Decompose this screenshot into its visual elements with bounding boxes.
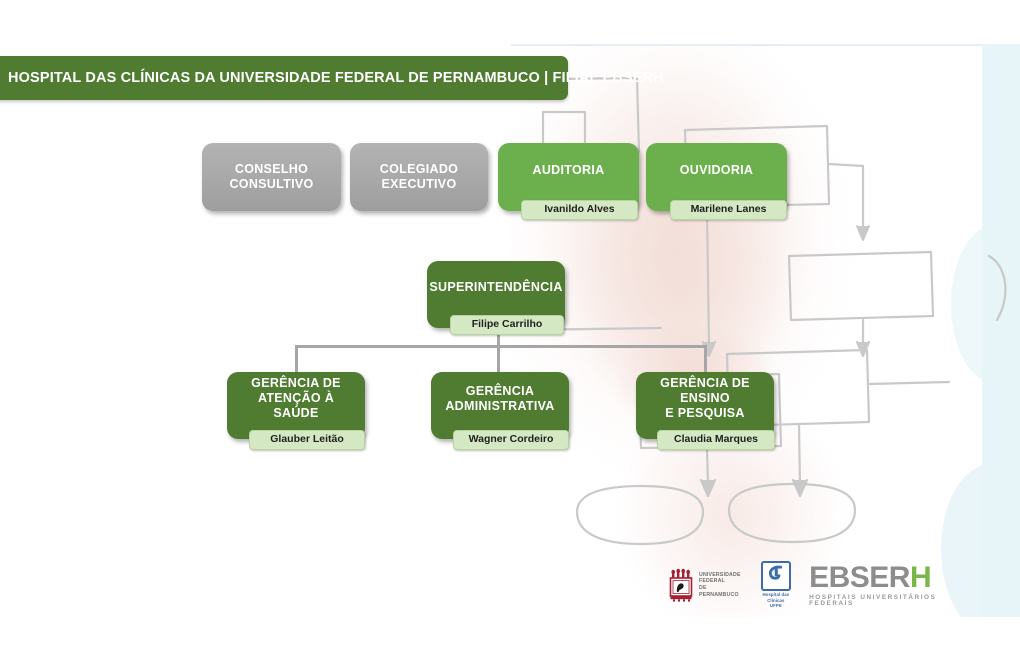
ufpe-line-2: Federal bbox=[699, 578, 725, 585]
node-colegiado-executivo[interactable]: COLEGIADO EXECUTIVO bbox=[350, 143, 488, 211]
hc-line-2: UFPE bbox=[769, 603, 782, 609]
node-ouvidoria[interactable]: OUVIDORIA bbox=[646, 143, 787, 211]
node-gerencia-atencao-saude[interactable]: GERÊNCIA DE ATENÇÃO À SAÚDE bbox=[227, 372, 365, 439]
hc-swirl-icon bbox=[760, 561, 791, 592]
node-colegiado-executivo-title: COLEGIADO EXECUTIVO bbox=[379, 162, 459, 191]
connector-drop-ensino-pesquisa bbox=[704, 345, 707, 377]
ufpe-line-3: de Pernambuco bbox=[699, 585, 739, 598]
node-gerencia-administrativa[interactable]: GERÊNCIA ADMINISTRATIVA bbox=[431, 372, 569, 439]
ebserh-wordmark-accent: H bbox=[909, 560, 932, 594]
hospital-das-clinicas-logo: Hospital das Clínicas UFPE bbox=[757, 561, 796, 609]
footer-logo-group: Universidade Federal de Pernambuco Hospi… bbox=[668, 560, 958, 609]
name-tag-superintendencia: Filipe Carrilho bbox=[450, 315, 564, 335]
node-gerencia-ensino-pesquisa[interactable]: GERÊNCIA DE ENSINO E PESQUISA bbox=[636, 372, 774, 439]
connector-drop-atencao-saude bbox=[295, 345, 298, 377]
name-tag-gerencia-administrativa: Wagner Cordeiro bbox=[453, 430, 569, 450]
node-auditoria-title: AUDITORIA bbox=[532, 162, 605, 177]
ufpe-line-1: Universidade bbox=[699, 571, 741, 578]
name-tag-gerencia-atencao-saude: Glauber Leitão bbox=[249, 430, 365, 450]
connector-horizontal-bus bbox=[295, 345, 707, 348]
node-gerencia-ensino-pesquisa-title: GERÊNCIA DE ENSINO E PESQUISA bbox=[660, 376, 750, 420]
connector-superintendencia-stem bbox=[497, 330, 500, 348]
ufpe-logo: Universidade Federal de Pernambuco bbox=[668, 568, 741, 602]
background-portrait-photo bbox=[511, 44, 901, 617]
connector-drop-administrativa bbox=[497, 345, 500, 377]
node-conselho-consultivo-title: CONSELHO CONSULTIVO bbox=[229, 162, 314, 191]
hc-line-1: Hospital das Clínicas bbox=[762, 592, 790, 603]
ebserh-logo: EBSERH HOSPITAIS UNIVERSITÁRIOS FEDERAIS bbox=[809, 560, 958, 608]
node-ouvidoria-title: OUVIDORIA bbox=[679, 162, 754, 177]
node-auditoria[interactable]: AUDITORIA bbox=[498, 143, 639, 211]
name-tag-auditoria: Ivanildo Alves bbox=[521, 200, 638, 220]
ufpe-crest-icon bbox=[668, 568, 694, 602]
node-gerencia-atencao-saude-title: GERÊNCIA DE ATENÇÃO À SAÚDE bbox=[251, 376, 341, 420]
ebserh-subtitle: HOSPITAIS UNIVERSITÁRIOS FEDERAIS bbox=[809, 593, 937, 607]
node-gerencia-administrativa-title: GERÊNCIA ADMINISTRATIVA bbox=[445, 383, 555, 413]
slide-title-bar: HOSPITAL DAS CLÍNICAS DA UNIVERSIDADE FE… bbox=[0, 56, 664, 100]
hc-logo-text: Hospital das Clínicas UFPE bbox=[757, 592, 796, 609]
name-tag-gerencia-ensino-pesquisa: Claudia Marques bbox=[657, 430, 775, 450]
background-watermark-layer bbox=[511, 44, 1020, 617]
background-flowchart-sketch bbox=[511, 76, 1007, 546]
ebserh-wordmark-main: EBSER bbox=[809, 560, 910, 594]
name-tag-ouvidoria: Marilene Lanes bbox=[670, 200, 787, 220]
background-blue-strip bbox=[982, 44, 1020, 617]
page-title: HOSPITAL DAS CLÍNICAS DA UNIVERSIDADE FE… bbox=[8, 70, 664, 86]
node-superintendencia-title: SUPERINTENDÊNCIA bbox=[429, 280, 563, 294]
ufpe-logo-text: Universidade Federal de Pernambuco bbox=[699, 572, 741, 598]
node-conselho-consultivo[interactable]: CONSELHO CONSULTIVO bbox=[202, 143, 341, 211]
ebserh-wordmark: EBSERH bbox=[809, 560, 958, 594]
